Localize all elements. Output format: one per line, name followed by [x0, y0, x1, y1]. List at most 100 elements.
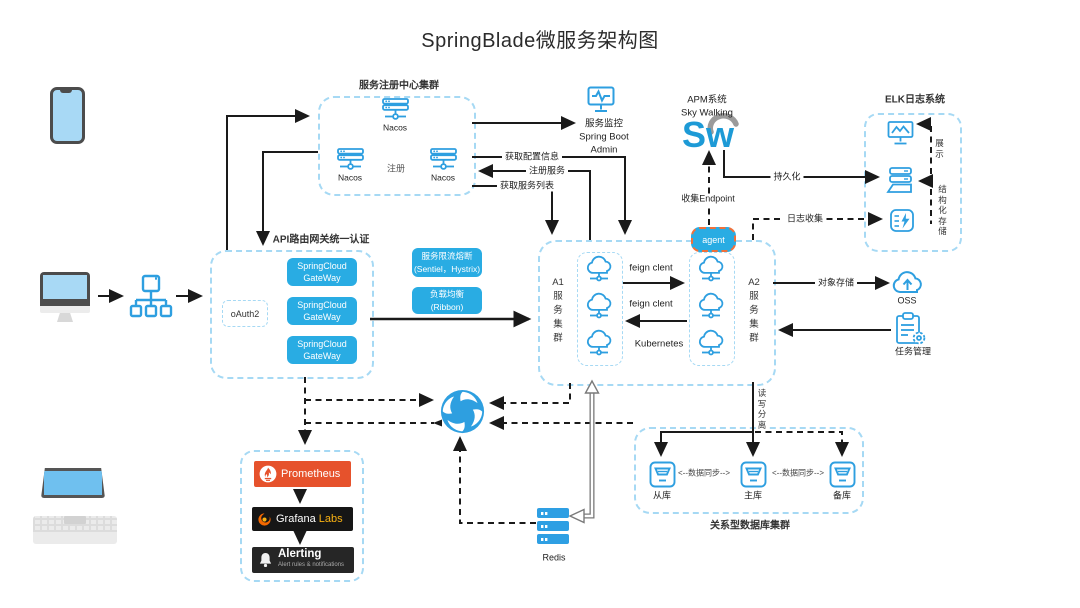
a1-label: A1	[552, 277, 564, 288]
monitor-label: 服务监控	[584, 118, 624, 130]
springcloud-gateway-node: SpringCloud GateWay	[287, 336, 357, 364]
a2-services-box	[689, 252, 735, 366]
cloud-service-icon	[586, 329, 612, 356]
kibana-display-icon	[887, 121, 914, 145]
nacos-server-icon	[382, 98, 409, 120]
edge-object-storage: 对象存储	[814, 277, 858, 289]
a1-services-box	[577, 252, 623, 366]
edge-read-write-split: 读写分离	[757, 388, 767, 430]
gateway-node-line2: GateWay	[303, 312, 341, 322]
slave-db-label: 从库	[652, 490, 672, 501]
backup-db-label: 备库	[832, 490, 852, 501]
alerting-label: Alerting	[278, 548, 322, 560]
edge-get-config: 获取配置信息	[501, 151, 563, 163]
nacos-label: Nacos	[382, 122, 408, 133]
apm-product-label: Sky Walking	[681, 107, 733, 119]
oss-cloud-icon	[892, 271, 922, 293]
grafana-text: Grafana	[276, 513, 316, 525]
springcloud-gateway-node: SpringCloud GateWay	[287, 297, 357, 325]
skywalking-logo: Sw	[682, 114, 735, 155]
load-balancer-icon	[129, 274, 173, 318]
database-drawer-icon	[740, 461, 767, 488]
edge-log-collect: 日志收集	[783, 213, 827, 225]
task-manage-icon	[896, 312, 926, 345]
elk-storage-label: 结构化存储	[937, 184, 948, 237]
nacos-label: Nacos	[337, 172, 363, 183]
database-cluster-title: 关系型数据库集群	[710, 520, 790, 532]
a1-sub-label: 服务集群	[553, 291, 563, 344]
alerting-bar: Alerting Alert rules & notifications	[252, 547, 354, 573]
a2-cluster-label: A2 服务集群	[747, 276, 761, 346]
edge-data-sync: <--数据同步-->	[678, 468, 730, 478]
smartphone-icon	[50, 87, 85, 144]
rate-limit-line1: 服务限流熔断	[421, 251, 473, 261]
pinwheel-hub-icon	[440, 389, 485, 434]
edge-persistence: 持久化	[770, 171, 804, 183]
load-balance-line1: 负载均衡	[429, 289, 464, 299]
apm-system-label: APM系统	[687, 94, 727, 106]
cloud-service-icon	[698, 329, 724, 356]
registry-title: 服务注册中心集群	[359, 80, 439, 92]
elk-display-label: 展示	[934, 138, 945, 159]
nacos-server-icon	[337, 148, 364, 170]
master-db-label: 主库	[743, 490, 763, 501]
monitor-pulse-icon	[587, 86, 615, 112]
prometheus-icon	[259, 465, 277, 483]
database-cluster-box	[634, 427, 864, 514]
kubernetes-label: Kubernetes	[634, 338, 684, 350]
a2-label: A2	[748, 277, 760, 288]
edge-data-sync: <--数据同步-->	[772, 468, 824, 478]
gateway-title: API路由网关统一认证	[272, 234, 370, 246]
rate-limit-box: 服务限流熔断 (Sentiel，Hystrix)	[412, 248, 482, 277]
database-drawer-icon	[649, 461, 676, 488]
springcloud-gateway-node: SpringCloud GateWay	[287, 258, 357, 286]
redis-icon	[537, 508, 569, 544]
rate-limit-line2: (Sentiel，Hystrix)	[413, 263, 481, 274]
oss-label: OSS	[897, 295, 917, 306]
a2-sub-label: 服务集群	[749, 291, 759, 344]
monitor-product-line2: Admin	[590, 144, 618, 156]
gateway-node-line2: GateWay	[303, 351, 341, 361]
edge-register-service: 注册服务	[525, 165, 569, 177]
redis-label: Redis	[542, 552, 566, 563]
nacos-server-icon	[430, 148, 457, 170]
feign-client-label: feign clent	[629, 298, 673, 310]
alert-bell-icon	[259, 552, 272, 568]
page-title: SpringBlade微服务架构图	[421, 30, 659, 52]
alerting-sub-label: Alert rules & notifications	[278, 562, 345, 568]
monitoring-box	[240, 450, 364, 582]
gateway-node-line1: SpringCloud	[297, 338, 347, 349]
load-balance-line2: (Ribbon)	[430, 301, 464, 312]
edge-collect-endpoint: 收集Endpoint	[678, 193, 738, 205]
monitor-product-line1: Spring Boot	[579, 131, 629, 143]
database-drawer-icon	[829, 461, 856, 488]
nacos-label: Nacos	[430, 172, 456, 183]
cloud-service-icon	[586, 292, 612, 319]
laptop-icon	[33, 468, 117, 544]
register-label: 注册	[386, 163, 406, 174]
elk-title: ELK日志系统	[885, 94, 945, 106]
edge-get-service-list: 获取服务列表	[496, 180, 558, 192]
desktop-icon	[40, 272, 90, 322]
elasticsearch-storage-icon	[886, 167, 912, 193]
cloud-service-icon	[586, 255, 612, 282]
gateway-node-line1: SpringCloud	[297, 299, 347, 310]
grafana-icon	[258, 512, 271, 526]
grafana-labs-text: Labs	[318, 513, 343, 525]
skywalking-swoosh-icon	[707, 113, 739, 135]
a1-cluster-label: A1 服务集群	[551, 276, 565, 346]
oauth2-box: oAuth2	[222, 300, 268, 327]
service-cluster-box	[538, 240, 776, 386]
feign-client-label: feign clent	[629, 262, 673, 274]
gateway-node-line2: GateWay	[303, 273, 341, 283]
agent-box: agent	[691, 227, 736, 252]
gateway-node-line1: SpringCloud	[297, 260, 347, 271]
prometheus-bar: Prometheus	[254, 461, 351, 487]
prometheus-label: Prometheus	[281, 468, 341, 480]
cloud-service-icon	[698, 255, 724, 282]
registry-cluster-box	[318, 96, 476, 196]
load-balance-box: 负载均衡 (Ribbon)	[412, 287, 482, 314]
cloud-service-icon	[698, 292, 724, 319]
